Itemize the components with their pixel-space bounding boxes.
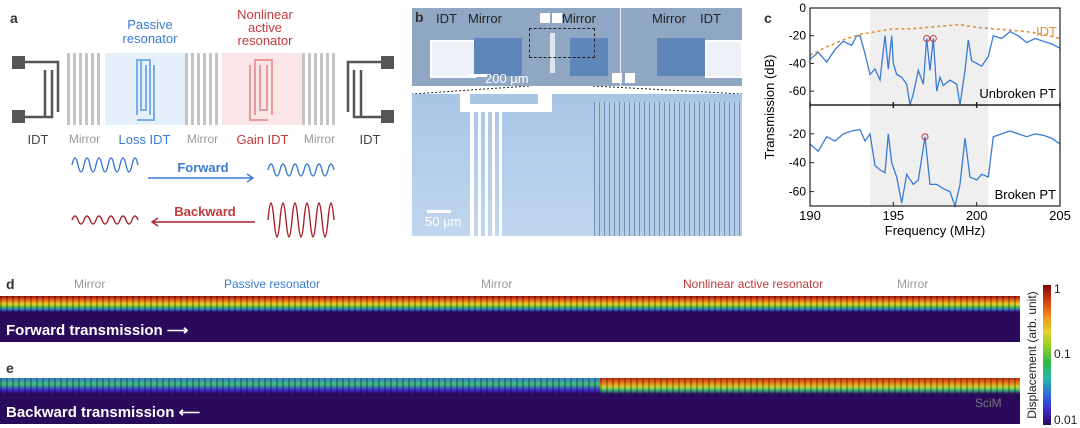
overview-label-mirror-1: Mirror [468, 11, 502, 26]
active-title-line2: active [248, 20, 282, 35]
x-tick-label: 195 [882, 208, 904, 223]
y-tick-label: -20 [789, 127, 807, 141]
device-schematic [12, 53, 394, 238]
scale-bar-50um: 50 µm [425, 214, 462, 229]
overview-label-mirror-2: Mirror [562, 11, 596, 26]
zoom-guide-lines [412, 86, 742, 95]
detail-mirror-fingers [594, 102, 742, 236]
panel-a-label: a [10, 10, 18, 26]
forward-input-wave [71, 157, 139, 173]
overview-label-idt-right: IDT [700, 11, 721, 26]
backward-heatmap: Backward transmission ⟵ SciM [0, 378, 1020, 424]
backward-caption-text: Backward transmission [6, 404, 175, 421]
backward-output-wave [71, 215, 139, 225]
colorbar-title: Displacement (arb. unit) [1025, 291, 1039, 419]
region-label-mirror-3: Mirror [897, 277, 929, 291]
micrograph-overview [412, 8, 743, 86]
label-mirror-3: Mirror [303, 132, 336, 146]
legend-idt: IDT [1036, 24, 1057, 39]
forward-output-wave [267, 163, 335, 177]
idt-right-icon [346, 56, 394, 123]
resonance-marker [923, 34, 931, 42]
y-tick-label: -40 [789, 156, 807, 170]
panel-b-label: b [415, 9, 424, 25]
backward-arrow-icon [150, 217, 255, 227]
mirror-left-icon [67, 53, 100, 125]
active-title-line1: Nonlinear [237, 7, 293, 22]
resonance-marker [929, 34, 937, 42]
forward-label: Forward [177, 160, 229, 175]
x-tick-label: 190 [799, 208, 821, 223]
y-axis-label: Transmission (dB) [762, 55, 777, 160]
y-tick-label: -20 [789, 29, 807, 43]
transmission-line-broken [809, 128, 1061, 209]
overview-idt-right [705, 40, 743, 78]
backward-active-glow [600, 378, 1020, 394]
x-tick-label: 200 [966, 208, 988, 223]
watermark: SciM [975, 396, 1002, 410]
label-gain-idt: Gain IDT [236, 132, 289, 147]
resonance-marker [921, 133, 929, 141]
x-tick-label: 205 [1049, 208, 1071, 223]
forward-caption: Forward transmission ⟶ [6, 321, 188, 339]
active-region [222, 53, 302, 125]
panel-c-label: c [764, 10, 772, 26]
mirror-middle-icon [185, 53, 218, 125]
label-idt-left: IDT [27, 132, 49, 147]
passive-resonator-title: Passive resonator [100, 18, 200, 46]
y-tick-label: -40 [789, 56, 807, 70]
label-idt-right: IDT [359, 132, 381, 147]
left-arrow-icon: ⟵ [178, 404, 201, 421]
mirror-right-icon [302, 53, 335, 125]
gain-idt-icon [249, 59, 273, 121]
backward-caption: Backward transmission ⟵ [6, 403, 200, 421]
overview-mirror-3 [657, 38, 705, 76]
overview-idt-left [430, 40, 476, 78]
x-axis-label: Frequency (MHz) [885, 223, 985, 238]
colorbar-tick-0-1: 0.1 [1054, 347, 1071, 361]
idt-left-icon [12, 56, 60, 123]
loss-idt-icon [136, 59, 155, 121]
active-resonator-title: Nonlinear active resonator [210, 8, 320, 47]
label-mirror-1: Mirror [68, 132, 101, 146]
overview-label-idt-left: IDT [436, 11, 457, 26]
transmission-chart: 0 -20 -40 -60 -20 -40 -60 190 195 200 205 Frequenc… [762, 1, 1071, 238]
region-label-passive: Passive resonator [224, 277, 321, 291]
forward-arrow-icon [148, 173, 255, 183]
overview-label-mirror-3: Mirror [652, 11, 686, 26]
y-tick-label: -60 [789, 84, 807, 98]
backward-input-wave [267, 202, 335, 238]
colorbar-tick-0-01: 0.01 [1054, 413, 1078, 427]
backward-label: Backward [174, 204, 236, 219]
forward-heatmap: Forward transmission ⟶ [0, 296, 1020, 342]
label-mirror-2: Mirror [186, 132, 219, 146]
overview-mirror-1 [474, 38, 522, 76]
passive-title-line2: resonator [122, 31, 178, 46]
micrograph-detail [412, 94, 742, 236]
colorbar-tick-1: 1 [1054, 282, 1061, 296]
panel-label-unbroken: Unbroken PT [979, 86, 1056, 101]
panel-d-label: d [6, 276, 15, 292]
forward-caption-text: Forward transmission [6, 322, 163, 339]
y-tick-label: -60 [789, 185, 807, 199]
active-title-line3: resonator [237, 33, 293, 48]
colorbar [1043, 285, 1051, 425]
zoom-region-box [529, 28, 595, 58]
y-tick-label: 0 [799, 1, 806, 15]
region-label-active: Nonlinear active resonator [683, 277, 824, 291]
region-label-mirror-2: Mirror [481, 277, 513, 291]
region-label-mirror-1: Mirror [74, 277, 106, 291]
passive-title-line1: Passive [127, 17, 173, 32]
right-arrow-icon: ⟶ [166, 322, 189, 339]
transmission-line-unbroken [809, 30, 1061, 106]
panel-label-broken: Broken PT [995, 187, 1056, 202]
label-loss-idt: Loss IDT [118, 132, 171, 147]
panel-e-label: e [6, 360, 14, 376]
scale-bar-200um: 200 µm [485, 71, 529, 86]
